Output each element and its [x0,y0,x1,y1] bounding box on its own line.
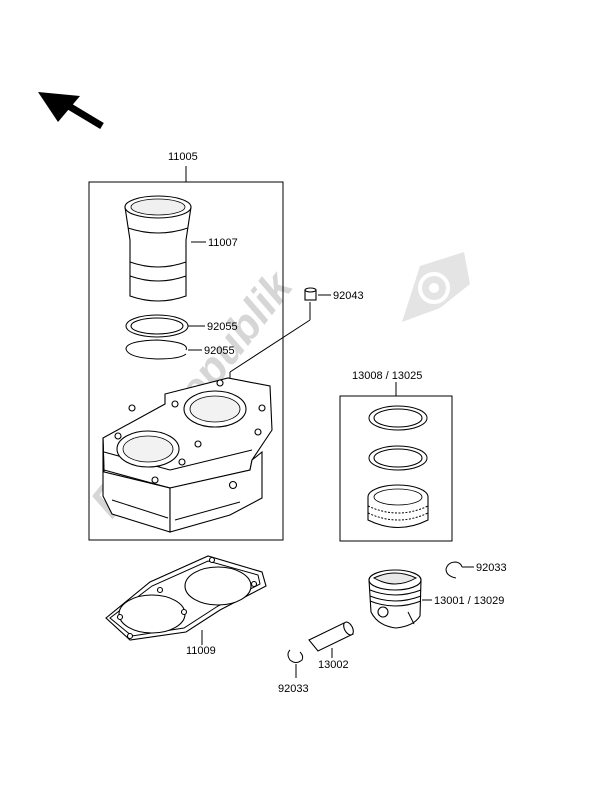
label-ring-upper: 92055 [207,321,238,333]
label-circlip-right: 92033 [476,562,507,574]
label-piston-rings-set: 13008 / 13025 [352,370,422,382]
direction-arrow-icon [38,92,104,130]
circlip-right [445,561,463,579]
label-ring-lower: 92055 [204,345,235,357]
piston-ring-second [368,445,428,471]
cylinder-sleeve [124,195,192,302]
label-cylinder-sleeve: 11007 [208,237,238,249]
label-cylinder-gasket: 11009 [186,645,216,657]
oil-ring [367,484,429,528]
dowel-leader [229,319,311,373]
piston-pin [308,621,354,652]
piston [368,569,422,629]
label-piston: 13001 / 13029 [434,595,504,607]
cylinder-block [102,377,273,533]
o-ring-lower [125,339,187,360]
label-circlip-left: 92033 [278,683,309,695]
cylinder-gasket [105,555,267,641]
label-piston-pin: 13002 [318,659,349,671]
circlip-left [287,649,304,663]
piston-ring-top [368,405,428,431]
label-dowel-pin: 92043 [333,290,364,302]
dowel-pin [304,287,317,301]
gear-icon [402,252,470,322]
label-cylinder-assy: 11005 [168,151,198,163]
